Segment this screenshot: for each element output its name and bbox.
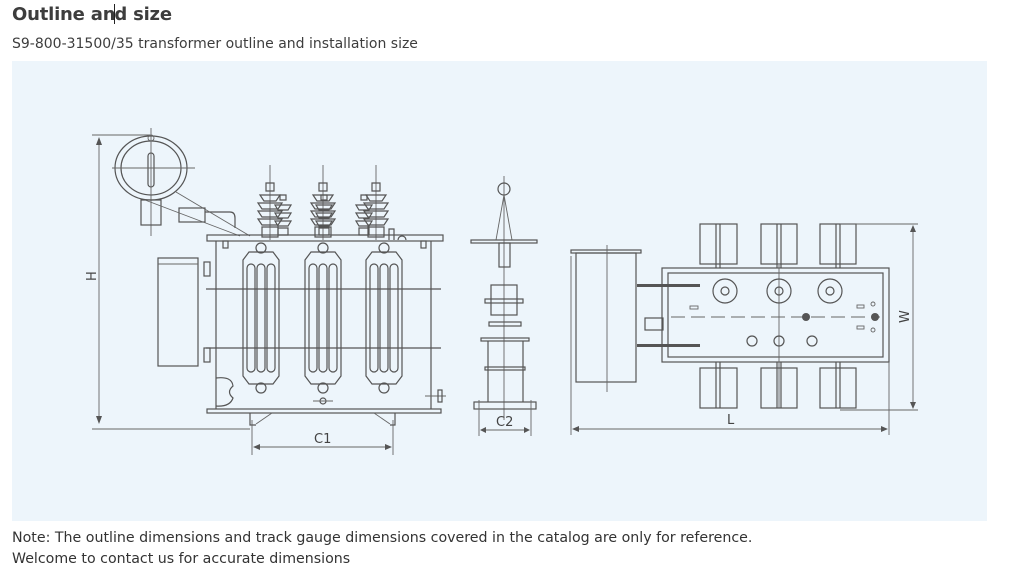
- c2-arrow: [524, 427, 530, 433]
- l-arrow: [572, 426, 579, 432]
- slot: [856, 304, 865, 309]
- gas-relay: [178, 207, 206, 223]
- h-arrow-top: [96, 137, 102, 145]
- h-arrow-bottom: [96, 416, 102, 424]
- radiators: [242, 242, 403, 394]
- note-line-2: Welcome to contact us for accurate dimen…: [12, 551, 351, 567]
- note-line-1: Note: The outline dimensions and track g…: [12, 530, 753, 546]
- valve: [203, 347, 211, 363]
- page-subtitle: S9-800-31500/35 transformer outline and …: [12, 36, 418, 52]
- c1-label: C1: [314, 432, 331, 447]
- side-view: C2: [470, 176, 538, 436]
- top-control-box: [575, 252, 637, 383]
- top-view: W L: [570, 223, 918, 435]
- support: [495, 194, 505, 241]
- front-view: H: [85, 128, 446, 455]
- w-label: W: [898, 310, 913, 323]
- top-tank-outer: [661, 267, 890, 363]
- page-title: Outline and size: [12, 4, 172, 25]
- disclaimer-note: Note: The outline dimensions and track g…: [12, 528, 752, 570]
- pipe-line: [175, 191, 251, 237]
- relay: [644, 317, 664, 331]
- l-label: L: [727, 413, 735, 428]
- brace: [255, 412, 273, 425]
- slot: [856, 325, 865, 330]
- valve: [203, 261, 211, 277]
- w-arrow: [910, 225, 916, 232]
- title-text-1: Outline an: [12, 4, 116, 25]
- tank-base: [206, 408, 442, 414]
- text-cursor: [114, 4, 116, 24]
- lifting-lug: [222, 240, 229, 249]
- pipe: [637, 344, 700, 347]
- vent-cap: [147, 134, 155, 142]
- hole: [870, 327, 876, 333]
- flange: [488, 321, 522, 327]
- h-label: H: [85, 271, 100, 281]
- slot: [689, 305, 699, 310]
- base-rails: [249, 413, 396, 426]
- pipe: [498, 242, 511, 268]
- breather: [140, 199, 162, 226]
- side-base: [473, 401, 537, 410]
- brace: [373, 412, 391, 425]
- title-text-2: d size: [114, 4, 172, 25]
- c2-arrow: [480, 427, 486, 433]
- lv-bushings: [273, 194, 374, 236]
- c2-label: C2: [496, 415, 513, 430]
- support: [503, 194, 513, 241]
- transformer-drawing: H: [85, 128, 918, 455]
- flange: [480, 337, 530, 342]
- control-box: [157, 257, 199, 367]
- c1-arrow: [385, 444, 392, 450]
- w-arrow: [910, 402, 916, 409]
- pipe: [637, 284, 700, 287]
- lifting-lug: [420, 240, 427, 249]
- oil-pipe: [205, 211, 236, 228]
- grounding-bolt: [437, 389, 443, 403]
- flange: [484, 298, 524, 304]
- top-tank-inner: [667, 272, 884, 358]
- l-arrow: [881, 426, 888, 432]
- c1-arrow: [253, 444, 260, 450]
- drawing-panel: H: [12, 61, 987, 521]
- pipe-line: [144, 199, 241, 237]
- hv-terminals: [712, 278, 843, 304]
- nameplate: [215, 377, 234, 407]
- rib: [484, 366, 526, 371]
- hole: [870, 301, 876, 307]
- top-radiators: [699, 223, 857, 409]
- marker: [802, 313, 810, 321]
- hv-bushings: [256, 165, 390, 240]
- side-relay: [490, 284, 518, 316]
- lv-terminals: [746, 335, 818, 347]
- tank-cover: [206, 234, 444, 242]
- marker: [871, 313, 879, 321]
